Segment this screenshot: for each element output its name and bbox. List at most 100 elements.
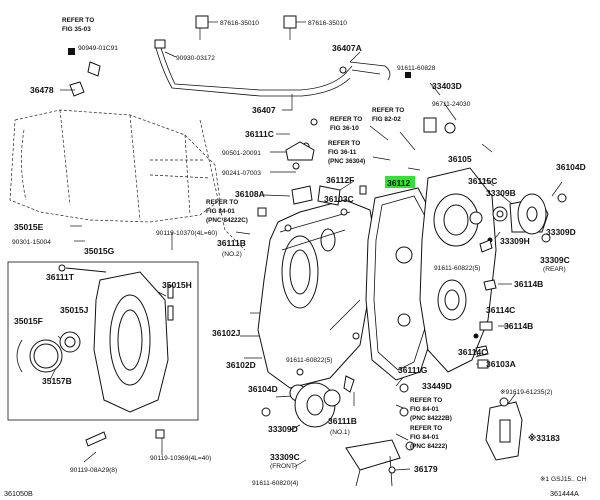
part-number-label: 36407A: [332, 43, 362, 53]
part-number-label: 87616-35010: [308, 20, 347, 27]
part-number-label: 91611-60822(5): [286, 357, 332, 364]
part-number-label: 36112F: [326, 175, 354, 185]
refer-line: REFER TO: [410, 397, 442, 404]
part-number-label: 36108A: [235, 189, 265, 199]
part-number-label: ※91619-61235(2): [500, 389, 552, 396]
refer-line: FIG 82-02: [372, 116, 401, 123]
part-number-label: 33309D: [546, 227, 576, 237]
refer-line: FIG 84-01: [410, 406, 439, 413]
clip-fasteners: [68, 15, 297, 97]
refer-line: FIG 84-01: [410, 434, 439, 441]
refer-line: REFER TO: [328, 140, 360, 147]
part-number-label: 36111G: [398, 365, 428, 375]
part-number-label: 36407: [252, 105, 276, 115]
refer-line: FIG 35-03: [62, 26, 91, 33]
part-number-label: 35157B: [42, 376, 72, 386]
sub-note: (NO.2): [222, 251, 242, 258]
refer-line: (PNC 84222): [410, 443, 447, 450]
part-number-label: 36114C: [458, 347, 487, 357]
part-number-label: 90501-20091: [222, 150, 261, 157]
part-number-label: 36102J: [212, 328, 241, 338]
part-number-label: 36478: [30, 85, 54, 95]
part-number-label: 90301-15004: [12, 239, 51, 246]
refer-line: (PNC 36304): [328, 158, 365, 165]
part-number-label: 36104D: [248, 384, 278, 394]
refer-line: FIG 84-01: [206, 208, 235, 215]
part-number-label: 91611-60822(5): [434, 265, 480, 272]
part-number-label: 36115C: [468, 176, 497, 186]
refer-line: REFER TO: [62, 17, 94, 24]
refer-line: REFER TO: [372, 107, 404, 114]
leader-lines: [49, 21, 563, 471]
part-number-label: 90119-10370(4L=60): [156, 230, 217, 237]
part-number-label: 90119-10369(4L=40): [150, 455, 211, 462]
callout-labels: 87616-35010 87616-35010 90949-01C91 3640…: [12, 20, 586, 487]
part-number-label: 33309C: [270, 452, 300, 462]
part-number-label: 33449D: [422, 381, 452, 391]
footer-note: ※1 GSJ15.. CH: [540, 476, 586, 483]
top-refer-label: REFER TO FIG 35-03: [62, 17, 94, 33]
rear-companion-flange: [469, 193, 567, 243]
part-number-label: 36104D: [556, 162, 586, 172]
speedometer-sensor: [485, 397, 523, 461]
part-number-label: 33309C: [540, 255, 570, 265]
part-number-label: 36114B: [504, 321, 533, 331]
part-number-label: 36111B: [217, 238, 246, 248]
part-number-label: 35015H: [162, 280, 192, 290]
footer: 361050B 361444A ※1 GSJ15.. CH: [4, 476, 586, 498]
part-number-label: 36111B: [328, 416, 357, 426]
footer-right-code: 361444A: [550, 489, 579, 498]
part-number-label: 35015J: [60, 305, 89, 315]
part-number-label: 33309B: [486, 188, 516, 198]
part-number-label: 36111C: [245, 129, 274, 139]
part-number-label: 33403D: [432, 81, 462, 91]
refer-line: REFER TO: [410, 425, 442, 432]
part-number-label: 96711-24030: [432, 101, 471, 108]
sub-note: (FRONT): [270, 463, 297, 470]
part-number-label: 87616-35010: [220, 20, 259, 27]
refer-line: (PNC 84222C): [206, 217, 248, 224]
extension-housing-group: [7, 261, 199, 421]
part-number-label: 35015E: [14, 222, 44, 232]
breather-hose: [154, 39, 391, 97]
footer-left-code: 361050B: [4, 489, 33, 498]
part-number-label: ※33183: [528, 433, 560, 443]
part-number-label: 33309D: [268, 424, 298, 434]
front-companion-flange: [261, 382, 401, 487]
part-number-label: 35015F: [14, 316, 43, 326]
part-number-label: 36114B: [514, 279, 543, 289]
part-number-label: 35015G: [84, 246, 115, 256]
part-number-label: 36102D: [226, 360, 256, 370]
refer-line: FIG 36-10: [330, 125, 359, 132]
part-number-label: 36111T: [46, 272, 75, 282]
transfer-case-housing: [257, 185, 376, 389]
part-number-label: 91611-60828: [397, 65, 436, 72]
part-number-label: 91611-60820(4): [252, 480, 298, 487]
transmission-outline: [9, 109, 246, 251]
refer-line: FIG 36-11: [328, 149, 357, 156]
part-number-label: 36103C: [324, 194, 354, 204]
part-number-label: 36114C: [486, 305, 515, 315]
part-number-label: 36105: [448, 154, 472, 164]
part-number-label-highlighted: 36112: [387, 178, 410, 188]
refer-line: (PNC 84222B): [410, 415, 452, 422]
sub-note: (REAR): [543, 266, 566, 273]
part-number-label: 36103A: [486, 359, 516, 369]
refer-line: REFER TO: [206, 199, 238, 206]
part-number-label: 33309H: [500, 236, 530, 246]
refer-blocks: REFER TO FIG 82-02 REFER TO FIG 36-10 RE…: [206, 107, 452, 450]
part-number-label: 90949-01C91: [78, 45, 118, 52]
right-bolts: [257, 72, 497, 369]
sub-note: (NO.1): [330, 429, 350, 436]
part-highlight: [385, 176, 415, 188]
part-number-label: 90930-03172: [176, 55, 215, 62]
part-number-label: 36179: [414, 464, 438, 474]
part-number-label: 90119-08A29(8): [70, 467, 117, 474]
part-number-label: 90241-07003: [222, 170, 261, 177]
sub-notes: (NO.2) (NO.1) (REAR) (FRONT): [222, 251, 566, 470]
bottom-bolts: [85, 375, 415, 474]
gasket-plate: [365, 187, 441, 381]
refer-line: REFER TO: [330, 116, 362, 123]
